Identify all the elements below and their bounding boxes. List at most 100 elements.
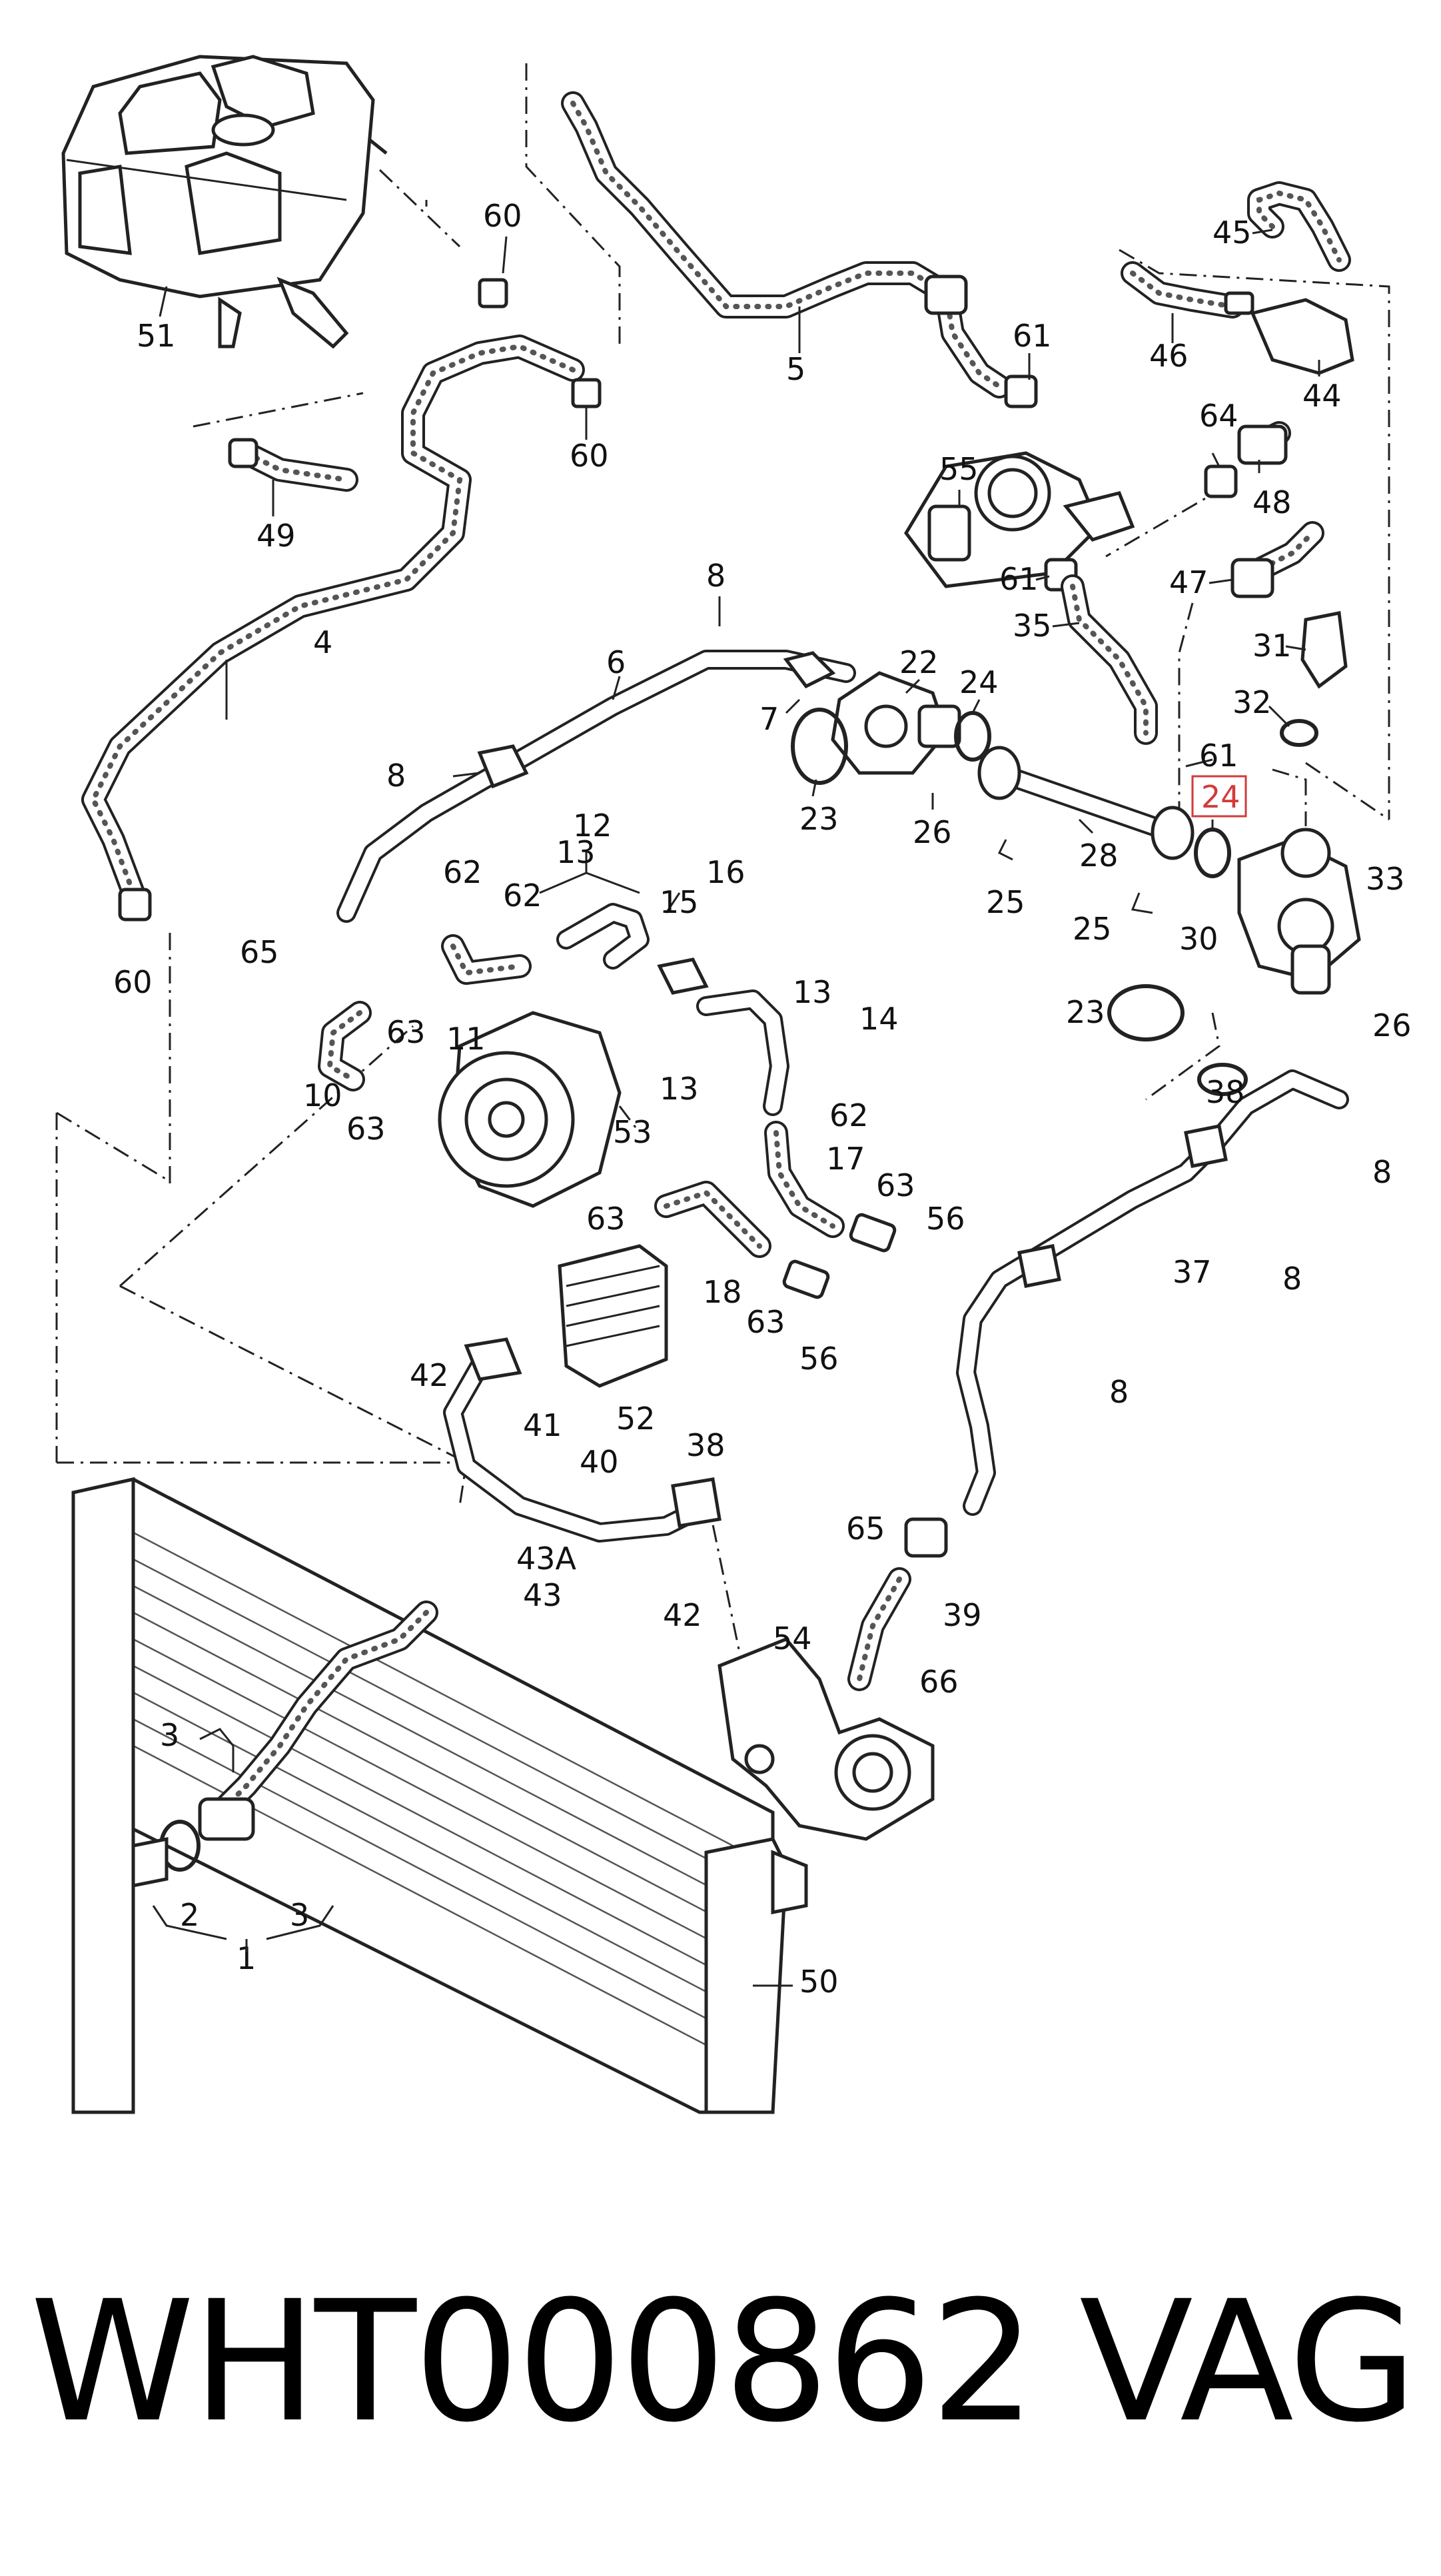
hose-4: [81, 334, 585, 905]
callout-label: 56: [799, 1341, 839, 1377]
callout-label: 60: [483, 198, 522, 234]
hose-10: [318, 1001, 372, 1091]
hose-5: [561, 91, 1038, 408]
callout-label: 26: [913, 814, 952, 850]
callout-label: 50: [799, 1964, 839, 2000]
callout-label: 43: [523, 1577, 562, 1613]
clip-25: [997, 839, 1153, 914]
callout-label: 24: [959, 664, 999, 700]
callout-label: 18: [703, 1274, 742, 1310]
callout-label: 38: [686, 1427, 725, 1463]
callout-label: 41: [523, 1407, 562, 1443]
callout-label: 2: [180, 1897, 199, 1933]
callout-label-highlighted: 24: [1201, 779, 1240, 815]
callout-label: 62: [503, 878, 542, 914]
callout-label: 25: [1073, 911, 1112, 947]
callout-label: 64: [1199, 398, 1238, 434]
callout-label: 65: [240, 934, 279, 970]
callout-label: 3: [160, 1717, 179, 1753]
bracket-15: [657, 958, 709, 995]
callout-label: 65: [846, 1511, 885, 1547]
callout-label: 55: [939, 451, 979, 487]
callout-label: 43A: [516, 1541, 577, 1577]
radiator-50: [71, 1477, 808, 2114]
callout-label: 42: [410, 1357, 449, 1393]
callout-label: 22: [899, 644, 939, 680]
callout-leaders: [159, 229, 1320, 914]
callout-label: 31: [1252, 628, 1292, 664]
sensor-31-32: [1280, 611, 1348, 747]
hose-17: [764, 1121, 845, 1238]
outlet-housing-30: [1237, 828, 1361, 995]
coolant-system-exploded-diagram: 60 51 5 61 45 46 44 60 49 55 64 48 4 61 …: [55, 55, 1412, 2114]
callout-label: 10: [303, 1077, 342, 1113]
pipe-40: [443, 1337, 721, 1543]
callout-label: 13: [793, 974, 832, 1010]
bracket-lines-bottom: [152, 1728, 793, 1987]
callout-label: 49: [256, 518, 296, 554]
alternator-53: [438, 1011, 622, 1208]
hose-47: [1230, 521, 1324, 598]
clip-64-hose-48: [1204, 421, 1291, 498]
callout-label: 52: [616, 1401, 656, 1437]
callout-label: 3: [290, 1897, 309, 1933]
callout-label: 35: [1013, 608, 1052, 644]
callout-label: 16: [706, 854, 745, 890]
callout-label: 60: [113, 964, 153, 1000]
valve-44: [1224, 291, 1354, 375]
callout-label: 42: [663, 1597, 702, 1633]
hose-46: [1121, 261, 1244, 319]
clip-60-upper: [478, 278, 602, 408]
callout-label: 63: [346, 1111, 386, 1147]
coolant-pipe-6: [336, 650, 856, 923]
brand-name: VAG: [1079, 2265, 1417, 2459]
callout-label: 63: [876, 1167, 915, 1203]
callout-label: 62: [829, 1097, 869, 1133]
coolant-pipe-37: [956, 1069, 1349, 1516]
callout-label: 8: [1282, 1261, 1302, 1297]
callout-label: 61: [1013, 318, 1052, 354]
callout-label: 15: [660, 884, 699, 920]
callout-label: 11: [446, 1021, 486, 1057]
expansion-tank: [61, 55, 388, 349]
callout-label: 26: [1372, 1007, 1412, 1043]
callout-label: 53: [613, 1114, 652, 1150]
callout-label: 62: [443, 854, 482, 890]
callout-label: 8: [1109, 1374, 1129, 1410]
callout-label: 40: [580, 1444, 619, 1480]
callout-label: 23: [1066, 994, 1105, 1030]
line-12: [556, 903, 650, 969]
callout-label: 30: [1179, 921, 1218, 957]
flange-22: [831, 671, 961, 775]
part-number: WHT000862: [30, 2265, 1036, 2459]
callout-label: 25: [986, 884, 1025, 920]
line-14: [696, 989, 789, 1116]
callout-label: 8: [1372, 1154, 1392, 1190]
oil-cooler-52: [558, 1244, 668, 1388]
callout-label: 47: [1169, 564, 1208, 600]
callout-label: 33: [1366, 861, 1405, 897]
callout-label: 61: [999, 561, 1039, 597]
callout-label: 37: [1173, 1254, 1212, 1290]
clip-61-hose-35: [1044, 558, 1158, 745]
callout-label: 7: [759, 701, 779, 737]
callout-label: 63: [386, 1014, 426, 1050]
hose-49: [228, 438, 358, 492]
callout-label: 66: [919, 1664, 959, 1700]
callout-label: 17: [826, 1141, 865, 1177]
callout-label: 51: [137, 318, 176, 354]
thermostat-housing-55: [903, 451, 1135, 588]
water-pump-54: [718, 1637, 935, 1841]
callout-label: 48: [1252, 484, 1292, 520]
callout-label: 5: [786, 351, 805, 387]
callout-label: 4: [313, 624, 332, 660]
callout-label: 60: [570, 438, 609, 474]
callout-label: 46: [1149, 338, 1189, 374]
hose-11: [441, 934, 532, 985]
clip-60-lower: [118, 888, 152, 922]
callout-label: 28: [1079, 838, 1119, 874]
callout-label: 13: [556, 834, 596, 870]
callout-label: 13: [660, 1071, 699, 1107]
callout-label: 12: [573, 808, 612, 844]
hose-45: [1247, 181, 1351, 272]
